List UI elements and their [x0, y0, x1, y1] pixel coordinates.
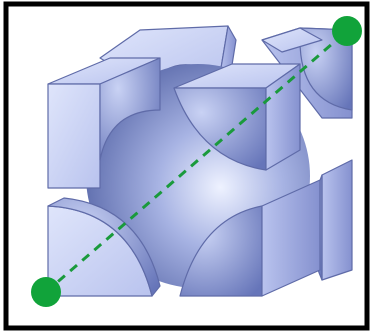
endpoint-dot-bottom-left — [31, 277, 61, 307]
corner-octant-front-top-left — [47, 57, 161, 189]
body-diagonal-line — [45, 29, 348, 294]
corner-octant-front-bottom-left — [47, 197, 161, 297]
corner-octant-front-top-right — [173, 63, 301, 171]
endpoint-dot-top-right — [332, 16, 362, 46]
corner-octant-front-bottom-right — [179, 179, 321, 297]
corner-octant-back-top-right — [261, 27, 353, 119]
